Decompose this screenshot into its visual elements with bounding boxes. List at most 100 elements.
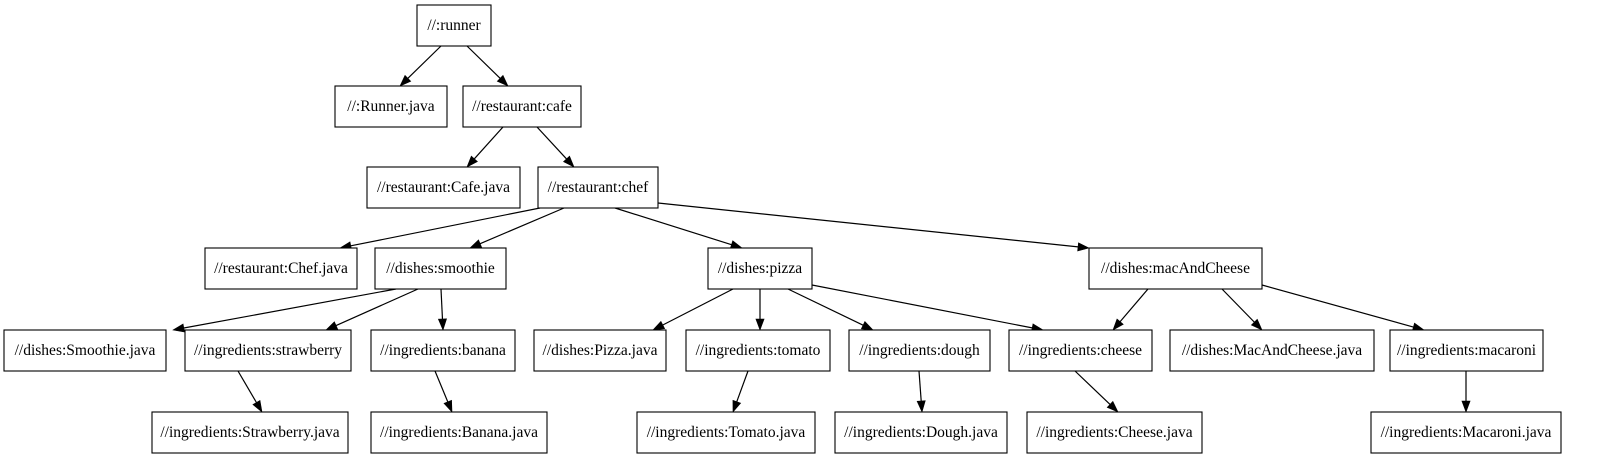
node-box[interactable] [3, 329, 167, 372]
node-label: //ingredients:Cheese.java [1036, 424, 1192, 441]
graph-edge [614, 207, 743, 249]
node-label: //restaurant:Cafe.java [377, 179, 510, 196]
edge-line [787, 288, 864, 326]
node-box[interactable] [184, 329, 352, 372]
graph-edge [1074, 370, 1119, 413]
graph-node-ing_cheese_java[interactable]: //ingredients:Cheese.java [1026, 411, 1203, 454]
edge-line [183, 288, 397, 329]
graph-node-ing_strawberry_java[interactable]: //ingredients:Strawberry.java [151, 411, 349, 454]
graph-edge [1112, 288, 1149, 331]
graph-node-dishes_smoothie_java[interactable]: //dishes:Smoothie.java [3, 329, 167, 372]
graph-edge [1261, 284, 1425, 332]
graph-edge [652, 288, 734, 331]
node-box[interactable] [848, 329, 991, 372]
edge-line [466, 45, 501, 79]
graph-edge [339, 207, 541, 251]
graph-node-restaurant_cafe_java[interactable]: //restaurant:Cafe.java [366, 166, 521, 209]
graph-node-runner_java[interactable]: //:Runner.java [334, 85, 448, 128]
edge-line [657, 202, 1079, 248]
edge-arrowhead-icon [916, 400, 926, 413]
edge-line [662, 288, 734, 326]
node-box[interactable] [533, 329, 667, 372]
graph-node-dishes_pizza_java[interactable]: //dishes:Pizza.java [533, 329, 667, 372]
graph-edge [434, 370, 453, 413]
node-label: //ingredients:Macaroni.java [1381, 424, 1552, 441]
edge-line [811, 284, 1033, 329]
graph-node-ing_dough_java[interactable]: //ingredients:Dough.java [834, 411, 1008, 454]
graph-node-ing_macaroni[interactable]: //ingredients:macaroni [1389, 329, 1544, 372]
graph-edge [755, 289, 765, 331]
edge-arrowhead-icon [466, 155, 478, 168]
graph-node-ing_banana[interactable]: //ingredients:banana [370, 329, 516, 372]
edge-line [1119, 288, 1149, 323]
node-box[interactable] [1370, 411, 1562, 454]
graph-edge [787, 288, 874, 331]
graph-node-ing_strawberry[interactable]: //ingredients:strawberry [184, 329, 352, 372]
graph-node-ing_macaroni_java[interactable]: //ingredients:Macaroni.java [1370, 411, 1562, 454]
node-box[interactable] [1169, 329, 1375, 372]
edge-line [434, 370, 449, 403]
graph-node-ing_cheese[interactable]: //ingredients:cheese [1008, 329, 1153, 372]
graph-node-ing_tomato[interactable]: //ingredients:tomato [685, 329, 831, 372]
node-box[interactable] [1008, 329, 1153, 372]
graph-node-restaurant_cafe[interactable]: //restaurant:cafe [462, 85, 582, 128]
node-box[interactable] [707, 247, 813, 290]
node-box[interactable] [374, 247, 507, 290]
graph-node-restaurant_chef_java[interactable]: //restaurant:Chef.java [204, 247, 358, 290]
node-box[interactable] [416, 4, 492, 47]
node-label: //dishes:macAndCheese [1101, 260, 1250, 277]
graph-node-restaurant_chef[interactable]: //restaurant:chef [537, 166, 659, 209]
node-label: //ingredients:tomato [696, 342, 821, 359]
node-box[interactable] [537, 166, 659, 209]
node-label: //dishes:smoothie [386, 260, 495, 277]
node-box[interactable] [685, 329, 831, 372]
node-box[interactable] [462, 85, 582, 128]
graph-node-runner[interactable]: //:runner [416, 4, 492, 47]
node-box[interactable] [1389, 329, 1544, 372]
node-box[interactable] [151, 411, 349, 454]
edge-line [350, 207, 541, 247]
graph-node-dishes_smoothie[interactable]: //dishes:smoothie [374, 247, 507, 290]
node-box[interactable] [1088, 247, 1263, 290]
edge-arrowhead-icon [732, 399, 742, 413]
graph-edge [536, 126, 575, 168]
node-label: //ingredients:macaroni [1397, 342, 1537, 359]
node-box[interactable] [834, 411, 1008, 454]
node-label: //:runner [427, 17, 481, 34]
node-box[interactable] [334, 85, 448, 128]
node-box[interactable] [204, 247, 358, 290]
edge-arrowhead-icon [469, 239, 483, 249]
edge-arrowhead-icon [443, 399, 453, 413]
graph-node-dishes_pizza[interactable]: //dishes:pizza [707, 247, 813, 290]
edge-line [407, 45, 442, 79]
edge-line [1261, 284, 1414, 328]
node-label: //dishes:Smoothie.java [15, 342, 156, 359]
graph-edge [172, 288, 397, 333]
graph-edge [732, 370, 749, 413]
edge-line [237, 370, 257, 403]
graph-edge [237, 370, 263, 413]
node-box[interactable] [370, 411, 548, 454]
node-label: //ingredients:cheese [1019, 342, 1142, 359]
graph-node-ing_tomato_java[interactable]: //ingredients:Tomato.java [636, 411, 816, 454]
node-label: //:Runner.java [347, 98, 435, 115]
node-box[interactable] [1026, 411, 1203, 454]
graph-edge [399, 45, 442, 87]
graph-edge [657, 202, 1090, 252]
graph-edge [466, 45, 509, 87]
graph-node-dishes_macandcheese[interactable]: //dishes:macAndCheese [1088, 247, 1263, 290]
graph-node-ing_banana_java[interactable]: //ingredients:Banana.java [370, 411, 548, 454]
node-box[interactable] [636, 411, 816, 454]
node-box[interactable] [370, 329, 516, 372]
graph-node-ing_dough[interactable]: //ingredients:dough [848, 329, 991, 372]
edge-line [536, 126, 567, 160]
node-label: //ingredients:dough [859, 342, 980, 359]
node-label: //ingredients:Strawberry.java [160, 424, 339, 441]
node-label: //dishes:pizza [718, 260, 802, 277]
edge-line [473, 126, 504, 160]
node-box[interactable] [366, 166, 521, 209]
edge-arrowhead-icon [755, 318, 765, 331]
graph-node-dishes_macandcheese_java[interactable]: //dishes:MacAndCheese.java [1169, 329, 1375, 372]
edge-arrowhead-icon [562, 155, 575, 168]
